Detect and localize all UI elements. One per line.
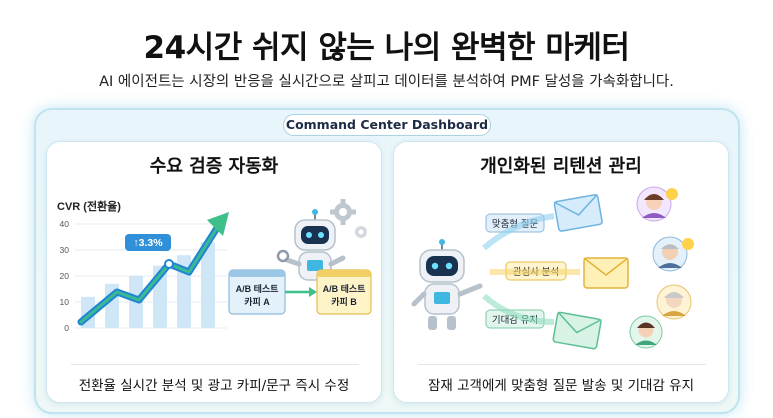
panel-title: 수요 검증 자동화 [149,156,279,177]
ab-card-a-line1: A/B 테스트 [236,283,280,294]
chart-ylabel: CVR (전환율) [57,199,121,213]
customer-avatar-2 [652,236,694,272]
divider [418,364,706,365]
divider [71,364,359,365]
ab-card-a-line2: 카피 A [244,296,270,307]
dashboard-label: Command Center Dashboard [283,114,491,136]
ab-card-b-line1: A/B 테스트 [323,283,367,294]
customer-avatar-3 [656,284,692,320]
chart-tick-label: 0 [64,323,69,333]
envelope-icon [583,257,629,289]
chart-tick-label: 10 [60,297,70,307]
trend-point [164,259,174,269]
robot-icon [411,239,483,330]
robot-icon [276,209,346,281]
chart-tick-label: 40 [60,219,70,229]
cvr-badge-bg [125,234,171,251]
gear-icon [355,226,367,238]
panel-caption: 전환율 실시간 분석 및 광고 카피/문구 즉시 수정 [78,378,350,394]
ab-card-b: A/B 테스트 카피 B [316,269,372,315]
panel-demand-validation: 수요 검증 자동화 CVR (전환율) 40 30 20 10 0 ↑3.3% [46,141,382,403]
ab-card-b-line2: 카피 B [331,296,357,307]
envelope-icon [553,193,603,232]
panel-title: 개인화된 리텐션 관리 [480,156,642,177]
customer-avatar-4 [629,315,663,349]
gear-icon [330,199,356,225]
chart-bar [201,242,215,328]
trend-arrow-head [207,212,229,236]
customer-avatar-1 [636,186,678,222]
ab-card-a: A/B 테스트 카피 A [228,269,286,315]
panel-retention: 개인화된 리텐션 관리 맞춤형 질문 관심사 분석 기대감 유지 [393,141,729,403]
chart-tick-label: 30 [60,245,70,255]
panel-caption: 잠재 고객에게 맞춤형 질문 발송 및 기대감 유지 [427,378,695,394]
envelope-icon [552,311,602,350]
demand-illustration: CVR (전환율) 40 30 20 10 0 ↑3.3% [57,199,372,333]
page-subtitle: AI 에이전트는 시장의 반응을 실시간으로 살피고 데이터를 분석하여 PMF… [99,74,674,90]
cvr-badge: ↑3.3% [133,237,163,249]
page-title: 24시간 쉬지 않는 나의 완벽한 마케터 [143,30,630,66]
chart-tick-label: 20 [60,271,70,281]
retention-illustration: 맞춤형 질문 관심사 분석 기대감 유지 [411,186,694,350]
